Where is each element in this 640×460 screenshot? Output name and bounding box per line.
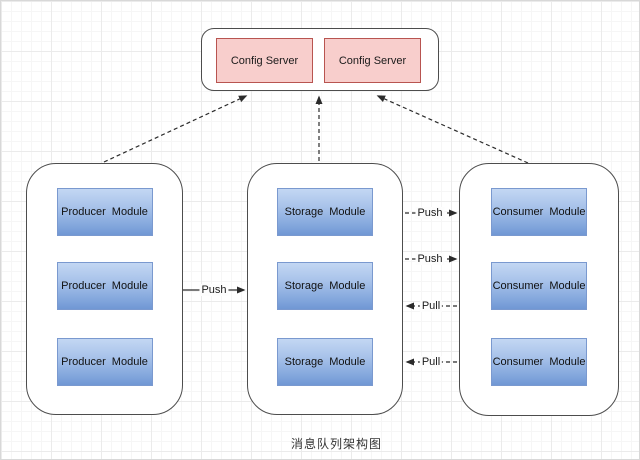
storage-module-label: Storage Module [284,356,366,368]
consumer-module-label: Consumer Module [492,356,586,368]
storage-module-box: Storage Module [277,338,373,386]
consumer-module-box: Consumer Module [491,188,587,236]
storage-module-box: Storage Module [277,188,373,236]
config-server-label: Config Server [230,54,299,67]
producer-to-config-arrow [103,95,248,163]
config-server-label: Config Server [338,54,407,67]
producer-module-label: Producer Module [61,280,148,292]
producer-module-box: Producer Module [56,188,153,236]
consumer-to-config-arrow [376,95,529,164]
storage-module-box: Storage Module [277,262,373,310]
pull-label-1: Pull [419,300,443,312]
storage-group: Storage Module Storage Module Storage Mo… [247,163,403,415]
consumer-module-box: Consumer Module [491,262,587,310]
pull-label-2: Pull [419,356,443,368]
push-label-1: Push [415,207,445,219]
producer-module-label: Producer Module [61,356,148,368]
consumer-module-box: Consumer Module [491,338,587,386]
config-server-box: Config Server [324,38,421,83]
producer-module-box: Producer Module [56,262,153,310]
config-server-box: Config Server [216,38,313,83]
push-label-2: Push [415,253,445,265]
producer-group: Producer Module Producer Module Producer… [26,163,183,415]
storage-module-label: Storage Module [284,280,366,292]
storage-module-label: Storage Module [284,206,366,218]
config-server-group: Config Server Config Server [201,28,439,91]
consumer-module-label: Consumer Module [492,280,586,292]
consumer-module-label: Consumer Module [492,206,586,218]
diagram-title: 消息队列架构图 [291,437,383,451]
push-label-producer-storage: Push [199,284,229,296]
producer-module-label: Producer Module [61,206,148,218]
consumer-group: Consumer Module Consumer Module Consumer… [459,163,619,416]
producer-module-box: Producer Module [56,338,153,386]
